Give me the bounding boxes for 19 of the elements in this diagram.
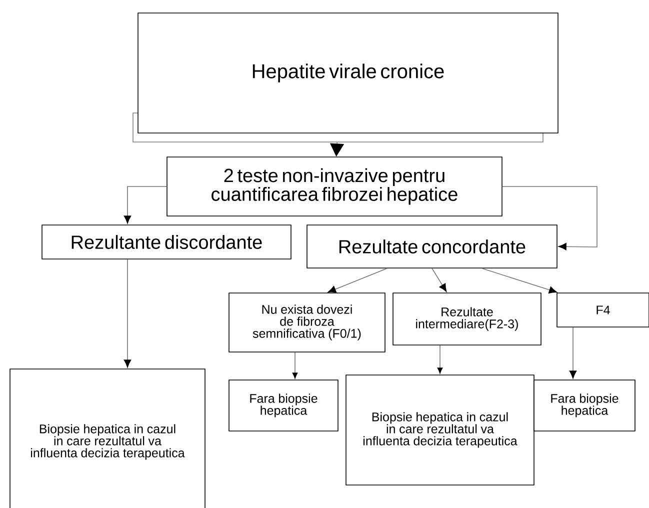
arrow <box>502 186 598 250</box>
arrow <box>292 352 298 379</box>
process-box: Rezultate concordante <box>306 224 558 268</box>
process-box: 2 teste non-invazive pentru cuantificarea fibrozei hepatice <box>166 156 502 216</box>
arrow <box>124 259 132 368</box>
process-box: Fara biopsie hepatica <box>534 380 636 432</box>
process-box: Biopsie hepatica in cazul in care rezultatul va influenta decizia terapeutica <box>346 374 534 486</box>
arrow <box>569 327 577 379</box>
arrow <box>432 268 447 292</box>
process-box: Fara biopsie hepatica <box>228 380 338 432</box>
process-box: Rezultate intermediare(F2-3) <box>392 292 542 346</box>
arrow <box>482 268 558 294</box>
arrow <box>124 186 167 224</box>
arrow <box>328 268 388 293</box>
process-box: Rezultante discordante <box>42 224 292 260</box>
arrow <box>437 345 443 374</box>
process-box: Nu exista dovezi de fibroza semnificativa (F0/1) <box>228 292 386 352</box>
process-box: F4 <box>556 292 649 328</box>
process-box: Biopsie hepatica in cazul in care rezultatul va influenta decizia terapeutica <box>10 368 206 508</box>
